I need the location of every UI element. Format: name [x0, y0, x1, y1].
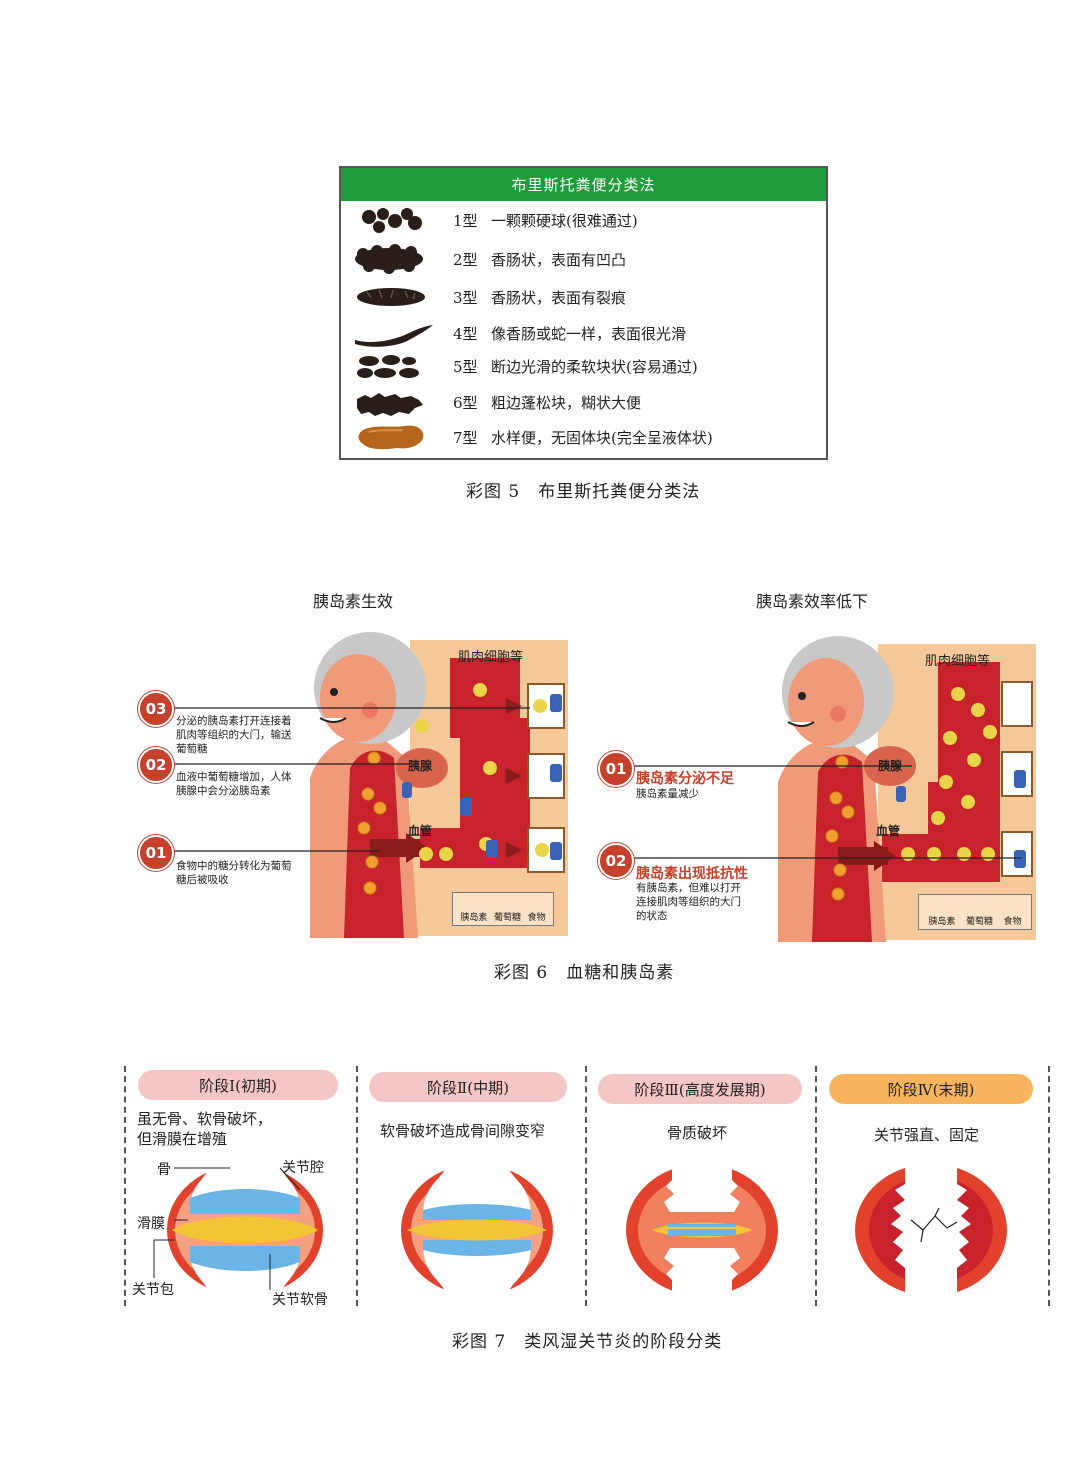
fluffy-pieces-icon: [357, 393, 423, 416]
joint-stage-3-illustration: [626, 1150, 778, 1310]
joint-stage-2-illustration: [401, 1150, 553, 1310]
legend-insulin: 胰岛素: [928, 917, 956, 927]
figure-caption-6: 彩图 6 血糖和胰岛素: [494, 963, 675, 983]
bristol-row: 1型一颗颗硬球(很难通过): [341, 203, 826, 237]
step-headline: 胰岛素出现抵抗性: [636, 866, 748, 882]
bristol-table-title: 布里斯托粪便分类法: [341, 168, 826, 201]
stage-3-label: 阶段Ⅲ(高度发展期): [598, 1074, 802, 1104]
soft-blobs-icon: [357, 355, 419, 378]
bristol-row: 6型粗边蓬松块，糊状大便: [341, 385, 826, 419]
stage-divider: [1048, 1066, 1050, 1306]
stool-type: 7型: [453, 429, 478, 447]
stool-desc: 香肠状，表面有裂痕: [491, 289, 627, 307]
stool-desc: 水样便，无固体块(完全呈液体状): [491, 429, 713, 447]
label-cartilage: 关节软骨: [272, 1292, 328, 1308]
bristol-row: 7型水样便，无固体块(完全呈液体状): [341, 420, 826, 454]
smooth-snake-icon: [355, 325, 433, 347]
muscle-cells-label-right: 肌肉细胞等: [925, 654, 991, 669]
label-joint-capsule: 关节包: [132, 1282, 174, 1298]
legend-left: 胰岛素 葡萄糖 食物: [452, 892, 554, 926]
stool-type: 6型: [453, 394, 478, 412]
stage-divider: [585, 1066, 587, 1306]
stage-4-desc: 关节强直、固定: [874, 1126, 980, 1144]
step-badge: 01: [598, 751, 634, 787]
cracked-sausage-icon: [357, 288, 425, 306]
stage-divider: [356, 1066, 358, 1306]
label-joint-cavity: 关节腔: [282, 1160, 324, 1176]
step-note: 血液中葡萄糖增加，人体胰腺中会分泌胰岛素: [176, 771, 292, 797]
panel-title-right: 胰岛素效率低下: [756, 592, 869, 611]
hard-lumps-icon: [362, 208, 422, 233]
stool-desc: 粗边蓬松块，糊状大便: [491, 394, 642, 412]
figure-caption-5: 彩图 5 布里斯托粪便分类法: [466, 482, 701, 502]
stool-desc: 香肠状，表面有凹凸: [491, 251, 627, 269]
step-badge: 03: [138, 691, 174, 727]
stage-2-desc: 软骨破坏造成骨间隙变窄: [380, 1122, 546, 1140]
stage-4-label: 阶段Ⅳ(末期): [829, 1074, 1033, 1104]
legend-right: 胰岛素 葡萄糖 食物: [918, 894, 1032, 930]
stool-type: 2型: [453, 251, 478, 269]
stool-type: 4型: [453, 325, 478, 343]
panel-title-left: 胰岛素生效: [313, 592, 394, 611]
vessel-label-left: 血管: [408, 824, 433, 838]
step-note: 胰岛素量减少: [636, 788, 699, 800]
label-synovium: 滑膜: [137, 1216, 165, 1232]
step-badge: 02: [138, 747, 174, 783]
bristol-row: 3型香肠状，表面有裂痕: [341, 280, 826, 314]
stage-3-desc: 骨质破坏: [667, 1124, 728, 1142]
bristol-row: 2型香肠状，表面有凹凸: [341, 242, 826, 276]
stool-type: 3型: [453, 289, 478, 307]
figure-caption-7: 彩图 7 类风湿关节炎的阶段分类: [452, 1332, 723, 1352]
legend-insulin: 胰岛素: [460, 913, 488, 923]
stool-desc: 断边光滑的柔软块状(容易通过): [491, 358, 698, 376]
leader-lines-joint: [153, 1167, 301, 1290]
stool-type: 5型: [453, 358, 478, 376]
stage-2-label: 阶段Ⅱ(中期): [369, 1072, 567, 1102]
insulin-effective-illustration: [310, 632, 568, 938]
bristol-row: 4型像香肠或蛇一样，表面很光滑: [341, 316, 826, 350]
stage-divider: [815, 1066, 817, 1306]
stage-1-label: 阶段Ⅰ(初期): [138, 1070, 338, 1100]
vessel-label-right: 血管: [876, 824, 901, 838]
label-bone: 骨: [157, 1162, 171, 1178]
stage-divider: [124, 1066, 126, 1306]
lumpy-sausage-icon: [355, 244, 423, 274]
legend-glucose: 葡萄糖: [493, 913, 521, 923]
joint-stage-1-illustration: [167, 1150, 323, 1310]
stool-type: 1型: [453, 212, 478, 230]
step-badge: 02: [598, 843, 634, 879]
pancreas-label-left: 胰腺: [408, 759, 433, 773]
leader-lines-right: [632, 765, 1022, 859]
step-badge: 01: [138, 835, 174, 871]
step-note: 食物中的糖分转化为葡萄糖后被吸收: [176, 860, 292, 886]
muscle-cells-label-left: 肌肉细胞等: [458, 650, 524, 665]
step-note: 分泌的胰岛素打开连接着肌肉等组织的大门，输送葡萄糖: [176, 715, 292, 755]
bristol-stool-table: 布里斯托粪便分类法 1型一颗颗硬球(很难通过) 2型香肠状，表面有凹凸 3型香肠…: [339, 166, 828, 460]
step-headline: 胰岛素分泌不足: [636, 771, 734, 787]
leader-lines-left: [170, 707, 530, 852]
joint-stage-4-illustration: [855, 1150, 1007, 1310]
legend-food: 食物: [527, 913, 546, 923]
stool-desc: 一颗颗硬球(很难通过): [491, 212, 638, 230]
legend-food: 食物: [1003, 917, 1022, 927]
bristol-row: 5型断边光滑的柔软块状(容易通过): [341, 349, 826, 383]
legend-glucose: 葡萄糖: [965, 917, 993, 927]
stage-1-desc: 虽无骨、软骨破坏，但滑膜在增殖: [137, 1110, 273, 1148]
step-note: 有胰岛素，但难以打开连接肌肉等组织的大门的状态: [636, 882, 741, 922]
stool-desc: 像香肠或蛇一样，表面很光滑: [491, 325, 687, 343]
watery-icon: [358, 425, 424, 450]
